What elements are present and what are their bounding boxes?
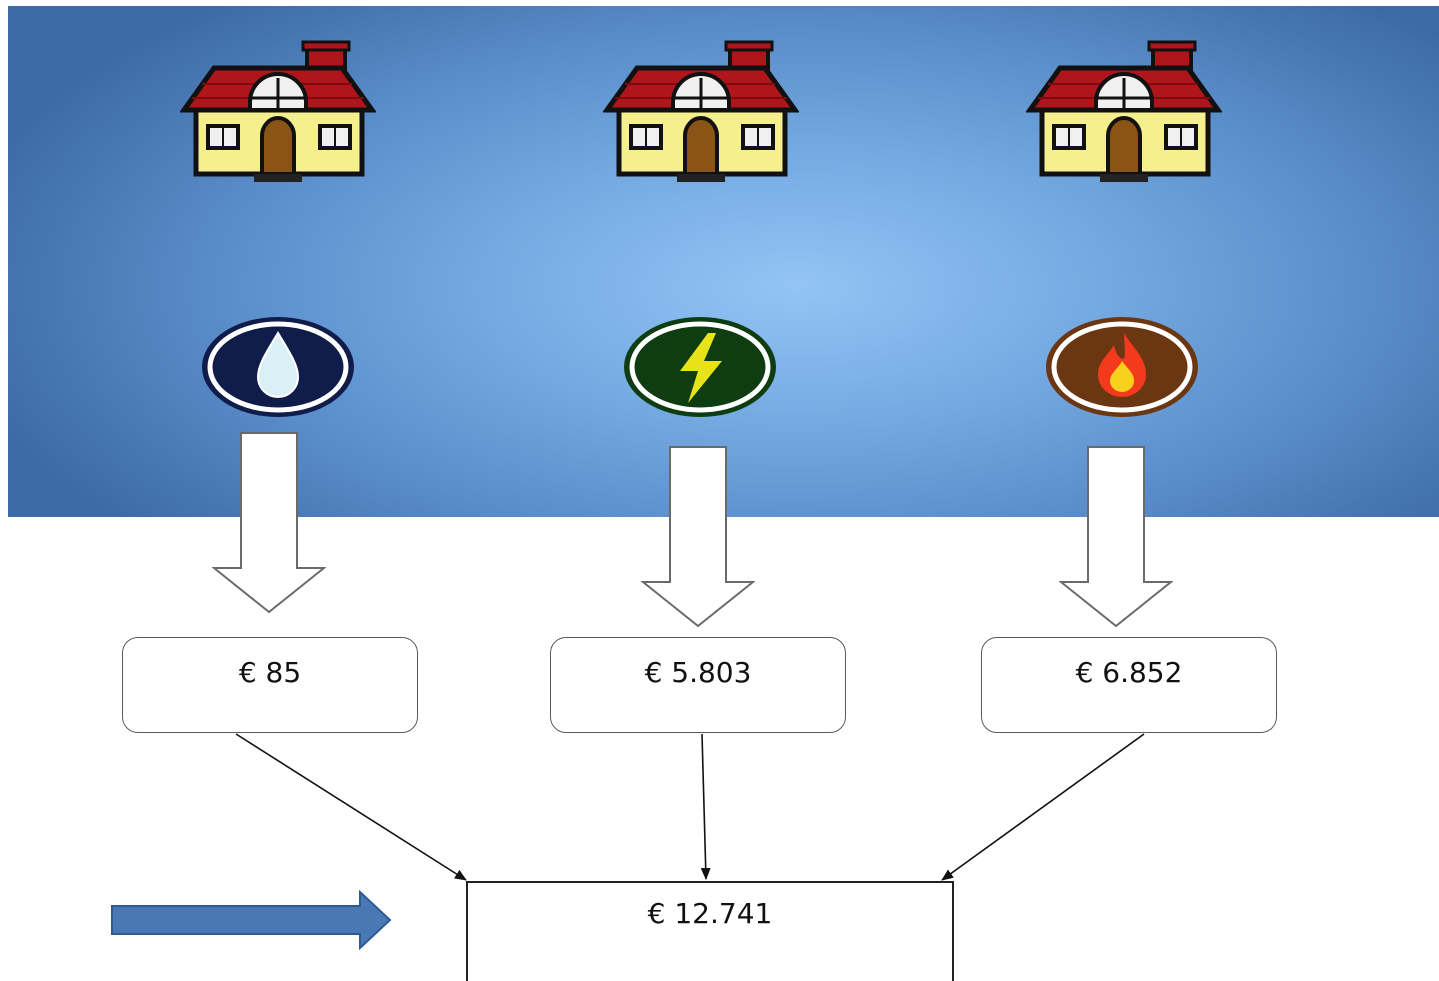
water-cost-value: € 85 — [238, 656, 302, 689]
down-arrow-gas — [1059, 446, 1173, 628]
right-arrow-icon — [111, 890, 392, 950]
water-cost-box: € 85 — [122, 637, 418, 733]
electricity-cost-box: € 5.803 — [550, 637, 846, 733]
connector-electricity — [700, 733, 711, 880]
water-drop-icon — [202, 317, 354, 417]
house-icon-electricity — [603, 40, 799, 182]
down-arrow-water — [212, 432, 326, 614]
flame-icon — [1046, 317, 1198, 417]
down-arrow-electricity — [641, 446, 755, 628]
total-cost-value: € 12.741 — [647, 897, 773, 930]
gas-cost-box: € 6.852 — [981, 637, 1277, 733]
house-icon-gas — [1026, 40, 1222, 182]
total-cost-box: € 12.741 — [466, 881, 954, 981]
lightning-bolt-icon — [624, 317, 776, 417]
electricity-cost-value: € 5.803 — [644, 656, 752, 689]
connector-water — [235, 733, 467, 881]
house-icon-water — [180, 40, 376, 182]
gas-cost-value: € 6.852 — [1075, 656, 1183, 689]
connector-gas — [941, 733, 1145, 881]
